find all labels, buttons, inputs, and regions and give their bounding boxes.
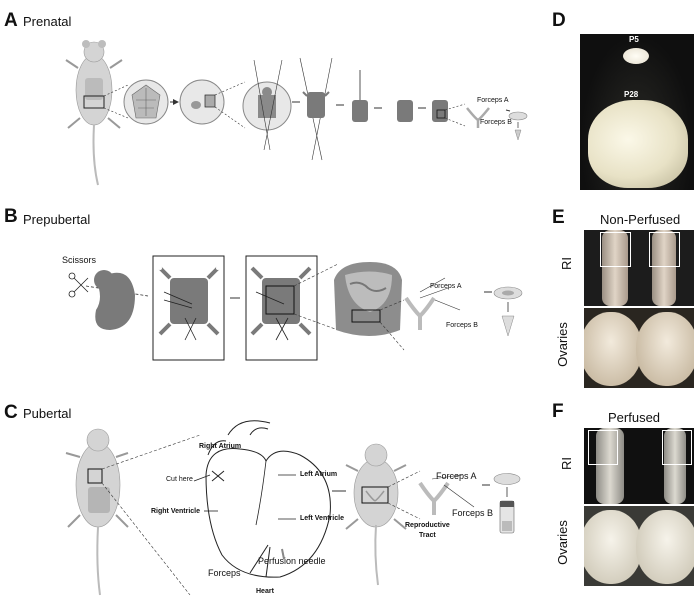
- ri-inset-box-left: [600, 232, 631, 267]
- heart-label: Heart: [256, 588, 274, 595]
- forceps-label: Forceps: [208, 568, 241, 578]
- panel-b-forceps-b-label: Forceps B: [446, 322, 478, 329]
- cut-here-label: Cut here: [166, 476, 193, 483]
- panel-f-ri-photo: [584, 428, 694, 504]
- left-ventricle-label: Left Ventricle: [300, 515, 344, 522]
- panel-f-title: Perfused: [608, 410, 661, 425]
- panel-b-diagram: [68, 255, 523, 361]
- scissors-icon: [68, 272, 89, 298]
- panel-c-letter: C: [4, 402, 18, 423]
- panel-e-ovaries-photo: [584, 308, 694, 388]
- panel-a-forceps-a-label: Forceps A: [477, 97, 509, 104]
- mouse-illustration-a: [65, 40, 123, 186]
- panel-f-letter: F: [552, 401, 564, 422]
- reproductive-tract-label: Reproductive Tract: [405, 522, 450, 539]
- p5-tissue: [623, 48, 649, 64]
- panel-a-letter: A: [4, 10, 18, 31]
- panel-f-ri-label: RI: [559, 457, 574, 470]
- panel-b-letter: B: [4, 206, 18, 227]
- panel-f-ovaries-label: Ovaries: [554, 520, 570, 565]
- right-ventricle-label: Right Ventricle: [151, 508, 201, 515]
- panel-c-diagram: [65, 420, 521, 596]
- panel-a-diagram: [65, 40, 528, 186]
- panel-e-letter: E: [552, 207, 565, 228]
- panel-e-title: Non-Perfused: [600, 212, 681, 227]
- panel-c-title: Pubertal: [23, 406, 72, 421]
- panel-c-forceps-a-label: Forceps A: [436, 471, 477, 481]
- p28-tissue: [588, 100, 688, 188]
- panel-e-ri-label: RI: [559, 257, 574, 270]
- panel-b-forceps-a-label: Forceps A: [430, 283, 462, 290]
- panel-d-photo: P5 P28: [580, 34, 694, 190]
- perfusion-needle-label: Perfusion needle: [258, 556, 326, 566]
- panel-a-forceps-b-label: Forceps B: [480, 119, 512, 126]
- left-atrium-label: Left Atrium: [300, 471, 338, 478]
- panel-a-title: Prenatal: [23, 14, 72, 29]
- scissors-label: Scissors: [62, 255, 97, 265]
- panel-e-ovaries-label: Ovaries: [554, 322, 570, 367]
- ri-inset-box-left-perfused: [588, 430, 618, 465]
- panel-f-ovaries-photo: [584, 506, 694, 586]
- ri-inset-box-right-perfused: [662, 430, 692, 465]
- panel-c-forceps-b-label: Forceps B: [452, 508, 494, 518]
- p5-label: P5: [629, 35, 639, 44]
- panel-b-title: Prepubertal: [23, 212, 91, 227]
- right-atrium-label: Right Atrium: [199, 443, 242, 450]
- p28-label: P28: [624, 90, 639, 99]
- panel-d-letter: D: [552, 10, 566, 31]
- ri-inset-box-right: [649, 232, 680, 267]
- panel-e-ri-photo: [584, 230, 694, 306]
